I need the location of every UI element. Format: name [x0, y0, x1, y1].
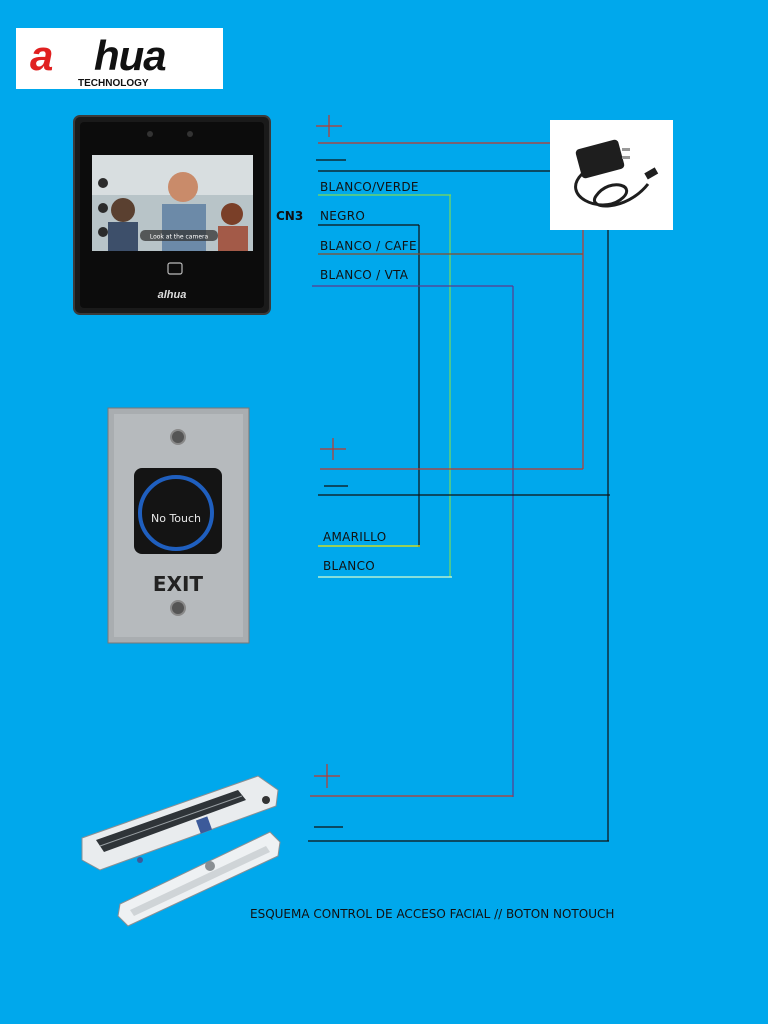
no-touch-label: No Touch	[151, 512, 201, 525]
logo-letter-a: a	[30, 32, 53, 79]
diagram-caption: ESQUEMA CONTROL DE ACCESO FACIAL // BOTO…	[250, 907, 615, 921]
dahua-logo: a hua TECHNOLOGY	[16, 28, 223, 89]
card-reader-icon	[167, 262, 183, 275]
lock-wires	[308, 764, 609, 842]
wire-label-blanco-vta: BLANCO / VTA	[320, 268, 409, 282]
reader-wires	[312, 115, 609, 841]
reader-badge: alhua	[158, 289, 187, 301]
wire-label-blanco: BLANCO	[323, 559, 376, 573]
logo-subtitle: TECHNOLOGY	[78, 78, 149, 89]
facial-reader: Look at the camera alhua	[73, 115, 271, 315]
exit-wires	[318, 438, 610, 578]
power-adapter	[550, 120, 673, 230]
magnetic-lock	[81, 775, 281, 927]
wire-label-amarillo: AMARILLO	[323, 530, 387, 544]
wire-label-blanco-cafe: BLANCO / CAFE	[320, 239, 417, 253]
exit-button-device: No Touch EXIT	[107, 407, 250, 644]
cn3-label: CN3	[276, 209, 304, 223]
logo-wordmark: hua	[94, 32, 167, 79]
exit-label: EXIT	[153, 572, 204, 596]
wire-label-negro: NEGRO	[320, 209, 366, 223]
reader-screen: Look at the camera	[92, 155, 253, 251]
wire-label-blanco-verde: BLANCO/VERDE	[320, 180, 419, 194]
screen-prompt: Look at the camera	[150, 234, 209, 241]
